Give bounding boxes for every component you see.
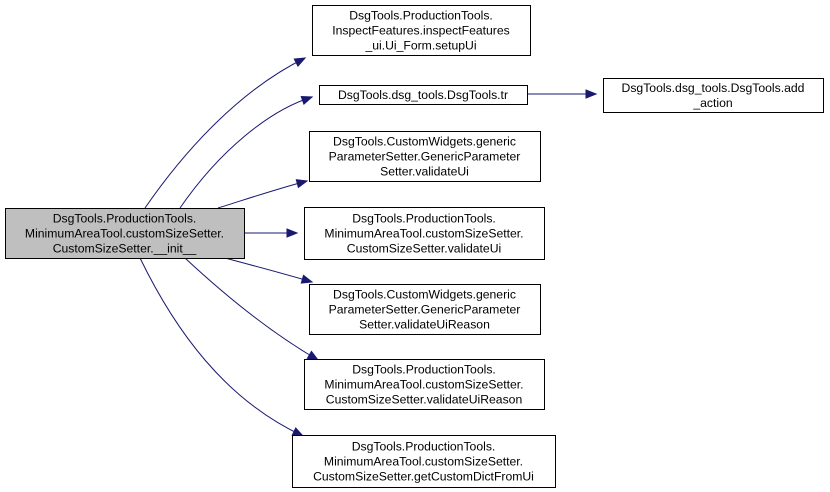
node-label-line: CustomSizeSetter.__init__: [53, 242, 197, 256]
node-label-line: ParameterSetter.GenericParameter: [329, 303, 521, 317]
node-setupUi[interactable]: DsgTools.ProductionTools.InspectFeatures…: [312, 5, 531, 56]
edge-root-to-custom_validateUiReason: [184, 257, 320, 361]
node-label-line: Setter.validateUi: [380, 165, 469, 179]
node-label-line: DsgTools.CustomWidgets.generic: [333, 135, 516, 149]
node-label-line: CustomSizeSetter.validateUiReason: [326, 393, 522, 407]
edge-root-to-generic_validateUiReason: [224, 257, 314, 284]
edge-root-to-getCustomDictFromUi: [139, 257, 305, 437]
node-root: DsgTools.ProductionTools.MinimumAreaTool…: [5, 208, 245, 259]
node-custom_validateUiReason[interactable]: DsgTools.ProductionTools.MinimumAreaTool…: [304, 359, 545, 410]
arrowhead: [585, 89, 598, 99]
node-box: [319, 85, 528, 105]
edge-root-to-generic_validateUi: [217, 179, 309, 209]
node-label-line: MinimumAreaTool.customSizeSetter.: [324, 378, 523, 392]
node-label-line: InspectFeatures.inspectFeatures: [332, 24, 510, 38]
edges-layer: [139, 57, 598, 437]
arrowhead: [286, 228, 299, 238]
arrowhead: [295, 179, 309, 189]
node-generic_validateUiReason[interactable]: DsgTools.CustomWidgets.genericParameterS…: [309, 284, 541, 335]
node-label-line: DsgTools.ProductionTools.: [53, 212, 197, 226]
edge-line: [139, 257, 304, 437]
node-label-line: DsgTools.dsg_tools.DsgTools.add: [622, 81, 805, 95]
node-label-line: _ui.Ui_Form.setupUi: [364, 39, 476, 53]
node-label-line: Setter.validateUiReason: [359, 318, 490, 332]
edge-line: [184, 257, 319, 361]
node-generic_validateUi[interactable]: DsgTools.CustomWidgets.genericParameterS…: [309, 131, 541, 182]
node-box: [603, 78, 824, 113]
node-custom_validateUi[interactable]: DsgTools.ProductionTools.MinimumAreaTool…: [304, 207, 545, 260]
edge-line: [179, 96, 313, 209]
node-label-line: DsgTools.dsg_tools.DsgTools.tr: [338, 88, 508, 102]
node-box: [304, 207, 545, 260]
node-label-line: DsgTools.CustomWidgets.generic: [333, 288, 516, 302]
edge-line: [144, 57, 306, 209]
node-label-line: MinimumAreaTool.customSizeSetter.: [324, 455, 523, 469]
arrowhead: [306, 350, 320, 361]
edge-root-to-custom_validateUi: [244, 228, 299, 238]
edge-root-to-setupUi: [144, 57, 307, 209]
edge-root-to-tr: [179, 96, 314, 209]
arrowhead: [300, 96, 314, 105]
node-tr[interactable]: DsgTools.dsg_tools.DsgTools.tr: [319, 85, 528, 105]
nodes-layer: DsgTools.ProductionTools.MinimumAreaTool…: [5, 5, 824, 488]
node-label-line: CustomSizeSetter.getCustomDictFromUi: [313, 470, 534, 484]
node-box: [312, 5, 531, 56]
edge-line: [224, 257, 313, 283]
node-label-line: MinimumAreaTool.customSizeSetter.: [324, 227, 523, 241]
node-box: [5, 208, 245, 259]
node-box: [309, 284, 541, 335]
node-label-line: CustomSizeSetter.validateUi: [347, 242, 501, 256]
edge-tr-to-add_action: [527, 89, 598, 99]
node-add_action[interactable]: DsgTools.dsg_tools.DsgTools.add_action: [603, 78, 824, 113]
node-label-line: DsgTools.ProductionTools.: [352, 363, 496, 377]
edge-line: [217, 180, 308, 209]
node-label-line: ParameterSetter.GenericParameter: [329, 150, 521, 164]
arrowhead: [293, 57, 307, 68]
node-label-line: DsgTools.ProductionTools.: [352, 212, 496, 226]
node-getCustomDictFromUi[interactable]: DsgTools.ProductionTools.MinimumAreaTool…: [292, 435, 556, 488]
node-label-line: DsgTools.ProductionTools.: [352, 440, 496, 454]
node-label-line: DsgTools.ProductionTools.: [349, 9, 493, 23]
node-label-line: MinimumAreaTool.customSizeSetter.: [25, 227, 224, 241]
arrowhead: [300, 274, 314, 284]
node-box: [304, 359, 545, 410]
arrowhead: [291, 427, 305, 437]
node-box: [309, 131, 541, 182]
node-label-line: _action: [692, 96, 732, 110]
node-box: [292, 435, 556, 488]
